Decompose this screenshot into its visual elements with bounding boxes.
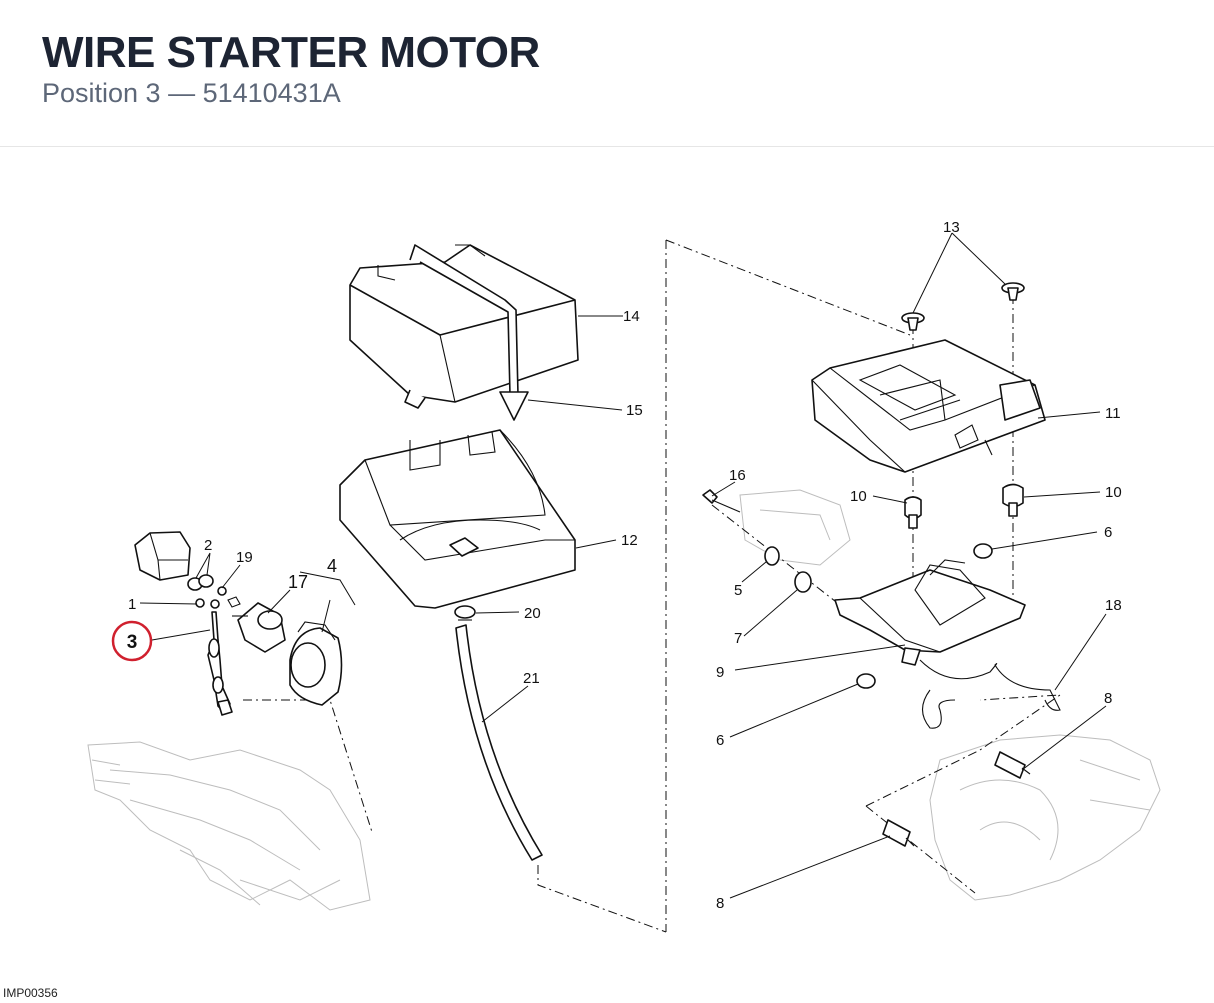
- callout-3: 3: [127, 632, 138, 653]
- assembly-line-bottom: [537, 865, 667, 933]
- battery-holder-part-11: [811, 339, 1046, 473]
- bushing-part-6-lower: [856, 673, 876, 689]
- bushings: [764, 543, 993, 689]
- nuts-part-2: [187, 574, 241, 609]
- assembly-line-top: [665, 239, 911, 336]
- callout-8-lower: 8: [716, 895, 724, 912]
- page-subtitle: Position 3 — 51410431A: [42, 78, 341, 108]
- callout-12: 12: [621, 532, 638, 549]
- spacers-part-10: [904, 483, 1024, 529]
- highlight-ring: [111, 620, 153, 662]
- battery-part-14: [349, 244, 579, 421]
- callout-17: 17: [288, 572, 308, 592]
- callout-20: 20: [524, 605, 541, 622]
- callout-4: 4: [327, 556, 337, 576]
- callout-10-left: 10: [850, 488, 867, 505]
- plug-part-8-lower: [882, 819, 915, 847]
- callout-16: 16: [729, 467, 746, 484]
- bracket-part-9: [834, 559, 1026, 666]
- callout-9: 9: [716, 664, 724, 681]
- page-header: WIRE STARTER MOTOR Position 3 — 51410431…: [0, 0, 1214, 147]
- bushing-part-6-upper: [973, 543, 993, 559]
- battery-tray-part-12: [339, 429, 576, 609]
- exploded-parts-diagram: 14 15 12 20 21 2 19 1 17 4 13 11 10 10 6…: [87, 219, 1161, 933]
- callout-18: 18: [1105, 597, 1122, 614]
- bushing-part-5: [764, 546, 780, 566]
- page-title: WIRE STARTER MOTOR: [42, 28, 540, 77]
- frame-ghost-right: [739, 489, 1161, 901]
- assembly-line-right: [865, 694, 1062, 894]
- starter-wire-part-3: [207, 611, 233, 716]
- callout-8-upper: 8: [1104, 690, 1112, 707]
- callout-5: 5: [734, 582, 742, 599]
- callout-labels: 14 15 12 20 21 2 19 1 17 4 13 11 10 10 6…: [128, 219, 1122, 912]
- bushing-part-7: [794, 571, 812, 593]
- plug-part-8-upper: [994, 751, 1031, 779]
- callout-13: 13: [943, 219, 960, 236]
- bolt-part-16: [702, 489, 741, 513]
- leader-lines: [139, 232, 1107, 899]
- washer-part-19: [217, 586, 227, 596]
- callout-21: 21: [523, 670, 540, 687]
- vent-hose-part-21: [454, 605, 543, 861]
- callout-10-right: 10: [1105, 484, 1122, 501]
- highlighted-callout-3[interactable]: 3: [111, 620, 153, 662]
- hose-clamp-part-20: [454, 605, 476, 619]
- callout-1: 1: [128, 596, 136, 613]
- terminal-cap-part-17: [232, 602, 286, 653]
- callout-15: 15: [626, 402, 643, 419]
- screws-part-13: [901, 282, 1025, 331]
- callout-7: 7: [734, 630, 742, 647]
- callout-2: 2: [204, 537, 212, 554]
- assembly-line-left: [243, 699, 373, 833]
- callout-6-lower: 6: [716, 732, 724, 749]
- callout-11: 11: [1105, 405, 1121, 422]
- frame-ghost-left: [87, 741, 371, 911]
- terminal-cover-small: [134, 531, 191, 581]
- callout-6-upper: 6: [1104, 524, 1112, 541]
- callout-19: 19: [236, 549, 253, 566]
- spring-part-18: [919, 659, 1061, 729]
- terminal-boot-part-4: [289, 621, 343, 706]
- image-code: IMP00356: [3, 986, 58, 1000]
- callout-14: 14: [623, 308, 640, 325]
- washer-part-1: [195, 598, 205, 608]
